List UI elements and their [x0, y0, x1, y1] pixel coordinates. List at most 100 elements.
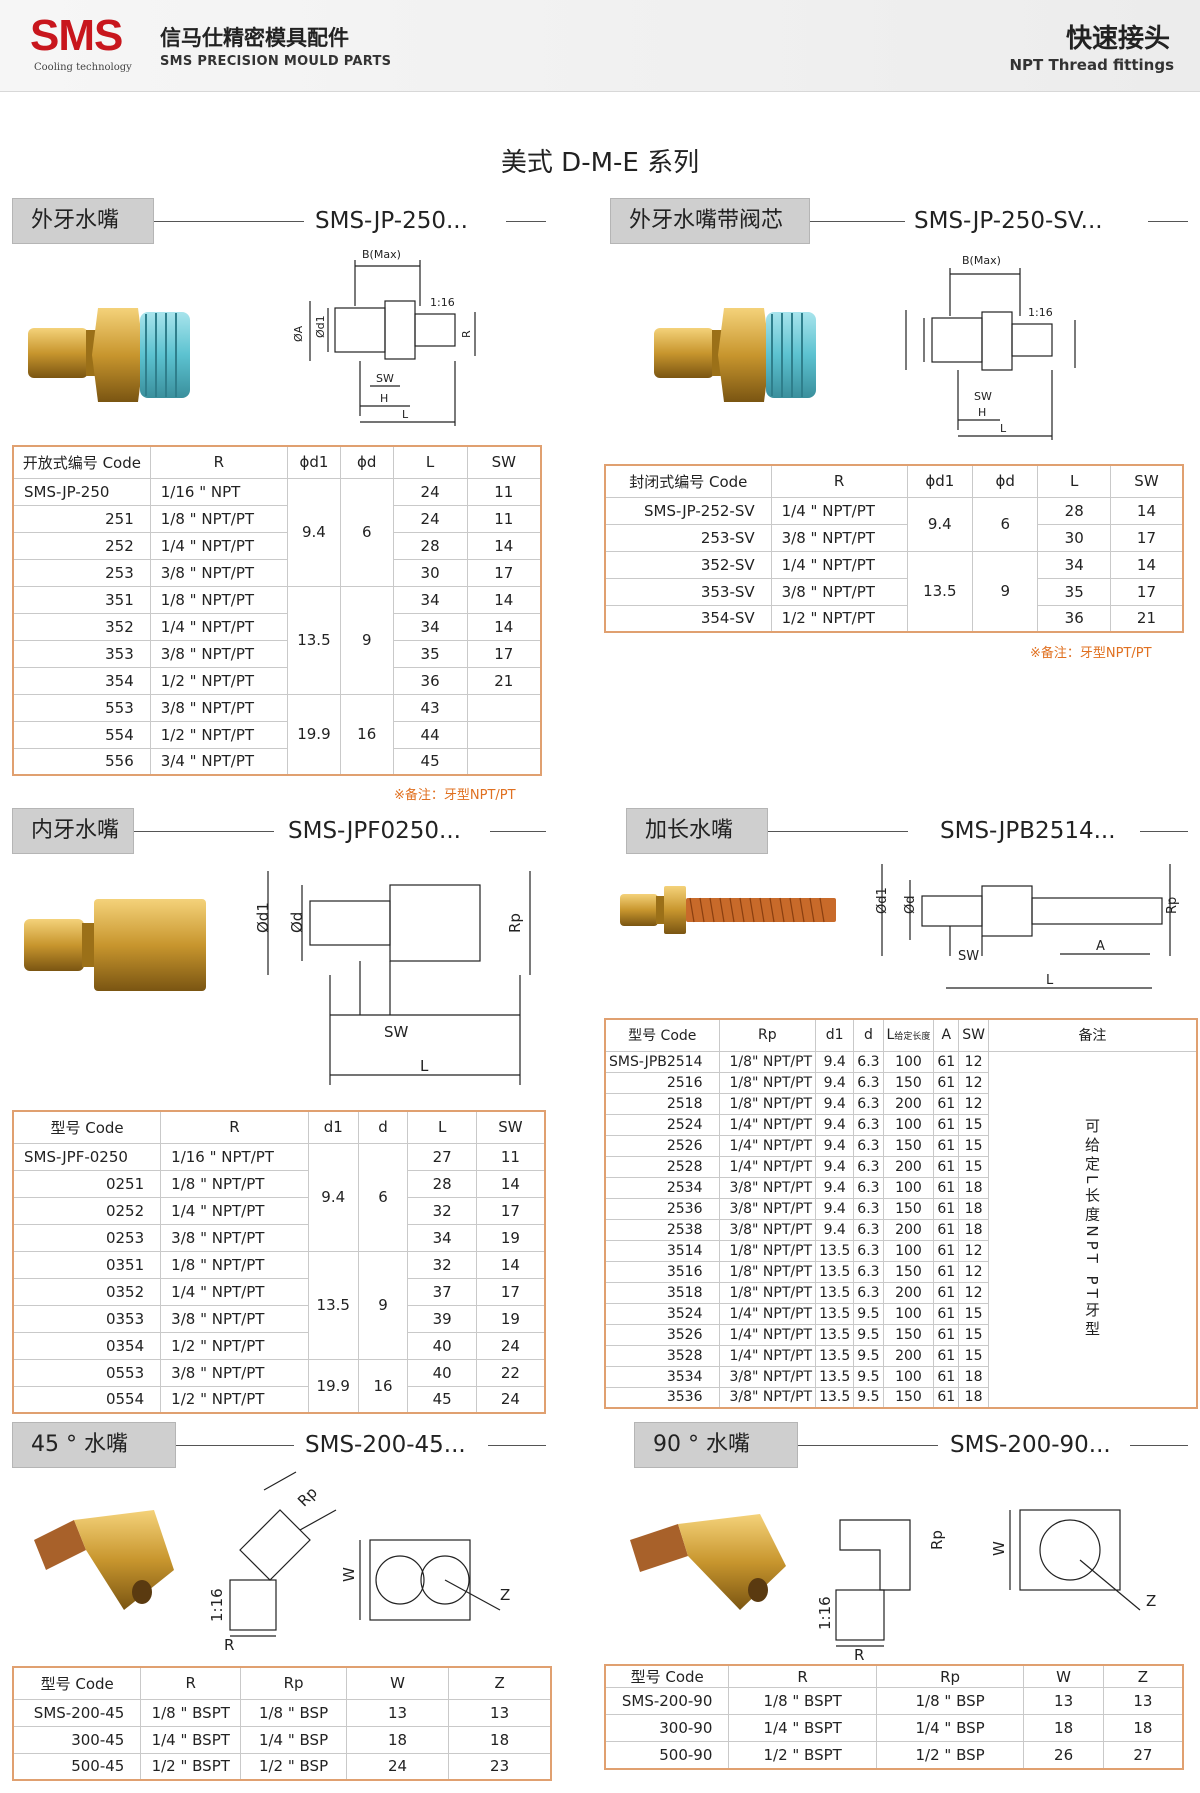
section-divider: [810, 221, 905, 222]
dim-label-d1: Ød1: [254, 902, 272, 933]
jp250-drawing: B(Max) 1:16 ØA Ød1 R SW H L: [292, 248, 476, 426]
section-divider: [1148, 221, 1188, 222]
column-header: R: [140, 1666, 242, 1700]
dim-label-d: Ød: [288, 912, 306, 933]
dim-label-r: R: [224, 1636, 234, 1650]
section-label-jp250sv: 外牙水嘴带阀芯: [610, 198, 810, 244]
column-header: 封闭式编号 Code: [604, 464, 772, 498]
dim-label-z: Z: [1146, 1592, 1156, 1610]
section-divider: [1130, 1445, 1188, 1446]
section-divider: [134, 831, 274, 832]
section-divider: [154, 221, 304, 222]
section-code-jp250sv: SMS-JP-250-SV...: [914, 208, 1103, 234]
dim-label-taper: 1:16: [208, 1588, 226, 1622]
dim-label-sw: SW: [958, 949, 979, 964]
dim-label-d1: Ød1: [314, 315, 327, 338]
dim-label-w: W: [990, 1541, 1008, 1556]
jpf-drawing: Ød1 Ød Rp SW L: [254, 871, 531, 1085]
note-jp250: ※备注：牙型NPT/PT: [394, 788, 516, 803]
column-header: 型号 Code: [12, 1110, 162, 1144]
dim-label-r: R: [460, 330, 473, 338]
jp250sv-drawing: B(Max) 1:16 SW H L: [905, 254, 1076, 440]
dim-label-l: L: [1000, 422, 1007, 435]
column-header: R: [728, 1664, 877, 1688]
dim-label-l: L: [420, 1057, 429, 1075]
section-label-jpf: 内牙水嘴: [12, 808, 134, 854]
column-header: 型号 Code: [604, 1018, 720, 1052]
column-header: d1: [815, 1018, 855, 1052]
logo-tagline: Cooling technology: [34, 62, 132, 73]
dim-label-w: W: [340, 1567, 358, 1582]
section-code-jpf: SMS-JPF0250...: [288, 818, 461, 844]
section-code-jp250: SMS-JP-250...: [315, 208, 468, 234]
column-header: d1: [307, 1110, 359, 1144]
dim-label-r: R: [854, 1646, 864, 1660]
company-name-cn: 信马仕精密模具配件: [160, 26, 349, 50]
dim-label-rp: Rp: [928, 1530, 946, 1550]
dim-label-rp: Rp: [294, 1483, 321, 1510]
column-header: A: [933, 1018, 960, 1052]
dim-label-sw: SW: [376, 372, 394, 385]
elbow90-drawing: Rp 1:16 R W Z: [816, 1509, 1156, 1660]
column-header: 型号 Code: [12, 1666, 142, 1700]
column-header: 开放式编号 Code: [12, 445, 151, 479]
catalog-title-en: NPT Thread fittings: [1009, 56, 1174, 74]
column-header: R: [160, 1110, 309, 1144]
column-header: 备注: [987, 1018, 1198, 1052]
section-divider: [176, 1445, 294, 1446]
dim-label-taper: 1:16: [816, 1596, 834, 1630]
remark-cell: 可给定L长度NPT PT牙型: [987, 1050, 1198, 1409]
column-header: Rp: [875, 1664, 1025, 1688]
column-header: 型号 Code: [604, 1664, 730, 1688]
table-header-row: 开放式编号 Code R ϕd1 ϕd L SW: [12, 445, 542, 479]
dim-label-a: A: [1096, 939, 1105, 954]
table-header-row: 型号 Code Rp d1 d L给定长度 A SW 备注: [604, 1018, 1198, 1052]
dim-label-bmax: B(Max): [962, 254, 1001, 267]
table-header-row: 型号 Code R Rp W Z: [12, 1666, 552, 1700]
column-header: SW: [958, 1018, 989, 1052]
section-divider: [488, 1445, 546, 1446]
section-label-90: 90 ° 水嘴: [634, 1422, 798, 1468]
column-header: W: [1023, 1664, 1104, 1688]
section-code-jpb: SMS-JPB2514...: [940, 818, 1116, 844]
dim-label-l: L: [1046, 973, 1054, 988]
column-header: R: [149, 445, 289, 479]
column-header: ϕd1: [906, 464, 974, 498]
dim-label-l: L: [402, 408, 409, 421]
column-header: Rp: [240, 1666, 347, 1700]
section-divider: [798, 1445, 938, 1446]
column-header: L: [1037, 464, 1111, 498]
company-name-en: SMS PRECISION MOULD PARTS: [160, 54, 392, 69]
section-divider: [490, 831, 546, 832]
